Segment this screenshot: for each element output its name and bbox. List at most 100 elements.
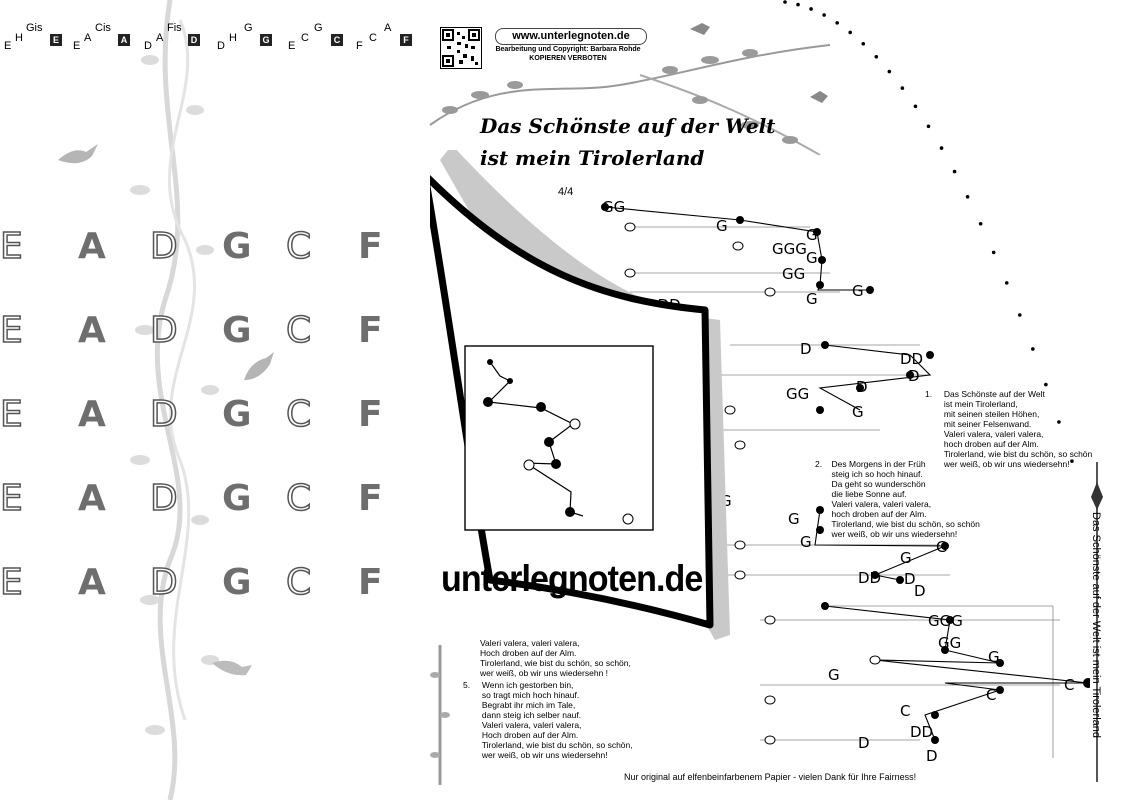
chord-sup: H xyxy=(229,32,237,44)
tuning-letter: G xyxy=(222,394,252,435)
note-label: G xyxy=(828,666,840,684)
chord-top: A xyxy=(384,22,392,34)
small-vine xyxy=(430,645,450,785)
note-label: G xyxy=(806,226,818,244)
chord-base: E xyxy=(288,40,296,52)
vertical-song-title: Das Schönste auf der Welt ist mein Tirol… xyxy=(1090,512,1102,739)
tuning-letter: F xyxy=(358,226,383,267)
chord-key-box: C xyxy=(331,34,343,46)
dotted-arc xyxy=(783,0,1074,463)
note-label: DD xyxy=(910,723,934,741)
tuning-letter: E xyxy=(0,561,23,604)
verse-1: 1. Das Schönste auf der Welt ist mein Ti… xyxy=(925,389,1093,469)
tuning-letter: D xyxy=(149,561,178,604)
note-label: D xyxy=(856,378,868,396)
chord-sup: C xyxy=(369,32,377,44)
note-label: G xyxy=(936,538,948,556)
tuning-letter: A xyxy=(78,310,106,351)
tuning-letter: G xyxy=(222,478,252,519)
branch-decoration xyxy=(429,23,831,155)
note-label: G xyxy=(806,290,818,308)
chord-top: Cis xyxy=(95,22,111,34)
note-label: GGG xyxy=(772,240,807,258)
tuning-letter: F xyxy=(358,478,383,519)
bird-icon xyxy=(212,660,252,676)
note-label: G xyxy=(720,492,732,510)
tuning-pin-icon xyxy=(1091,462,1103,782)
note-label: G xyxy=(988,648,1000,666)
tuning-letter: C xyxy=(285,393,312,436)
chord-base: E xyxy=(73,40,81,52)
song-title-line2: ist mein Tirolerland xyxy=(480,146,705,170)
note-label: GG xyxy=(786,385,810,403)
qr-code-icon xyxy=(440,27,482,69)
chord-top: G xyxy=(244,22,253,34)
chord-base: D xyxy=(144,40,152,52)
note-label: D xyxy=(908,367,920,385)
verse-4-tail: Valeri valera, valeri valera, Hoch drobe… xyxy=(480,638,631,678)
tuning-letter: F xyxy=(358,562,383,603)
chord-top: Gis xyxy=(26,22,43,34)
note-label: GG xyxy=(938,634,962,652)
vine-decoration xyxy=(130,0,219,800)
chord-sup: C xyxy=(301,32,309,44)
note-label: G xyxy=(900,549,912,567)
song-title-line1: Das Schönste auf der Welt xyxy=(480,114,776,138)
brand-header: www.unterlegnoten.de Bearbeitung und Cop… xyxy=(487,27,649,65)
tuning-letter: E xyxy=(0,393,23,436)
time-signature: 4/4 xyxy=(558,186,574,198)
chord-top: G xyxy=(314,22,323,34)
bird-icon xyxy=(244,352,274,380)
note-label: G xyxy=(788,510,800,528)
bird-icon xyxy=(58,144,98,164)
note-label: D xyxy=(904,570,916,588)
chord-top: Fis xyxy=(167,22,182,34)
footer-note: Nur original auf elfenbeinfarbenem Papie… xyxy=(624,772,917,782)
tuning-letter: G xyxy=(222,310,252,351)
note-label: G xyxy=(716,217,728,235)
chord-base: F xyxy=(356,40,363,52)
note-label: C xyxy=(986,686,997,704)
tuning-letter: G xyxy=(222,562,252,603)
chord-sup: A xyxy=(84,32,92,44)
card-brand-label: unterlegnoten.de xyxy=(441,558,703,599)
tuning-letter: G xyxy=(222,226,252,267)
copyright-text: Bearbeitung und Copyright: Barbara Rohde xyxy=(495,46,641,53)
note-label: DD xyxy=(858,569,882,587)
note-label: D xyxy=(914,582,926,600)
tuning-letter: A xyxy=(78,226,106,267)
note-label: C xyxy=(900,702,911,720)
chord-key-box: G xyxy=(260,34,272,46)
tuning-letter: C xyxy=(285,309,312,352)
note-label: G xyxy=(800,533,812,551)
tuning-letter: F xyxy=(358,394,383,435)
tuning-letter: D xyxy=(149,393,178,436)
verse-2: 2. Des Morgens in der Früh steig ich so … xyxy=(815,459,980,539)
melody-staff xyxy=(601,203,1090,758)
tuning-letter: D xyxy=(149,225,178,268)
template-card xyxy=(430,150,730,640)
note-label: D xyxy=(858,734,870,752)
chord-legend: E H Gis E E A Cis A D A Fis D D H G G E … xyxy=(4,20,424,60)
note-label: GGG xyxy=(928,612,963,630)
chord-key-box: A xyxy=(118,34,130,46)
chord-sup: A xyxy=(156,32,164,44)
tuning-letter: D xyxy=(149,309,178,352)
chord-base: E xyxy=(4,40,12,52)
copy-warning: KOPIEREN VERBOTEN xyxy=(529,55,607,62)
note-label: G xyxy=(806,249,818,267)
chord-key-box: D xyxy=(188,34,200,46)
tuning-letter: C xyxy=(285,225,312,268)
tuning-letter: E xyxy=(0,477,23,520)
note-label: D xyxy=(926,747,938,765)
note-label: GG xyxy=(602,198,626,216)
tuning-letter: A xyxy=(78,478,106,519)
note-label: DD xyxy=(900,350,924,368)
brand-url[interactable]: www.unterlegnoten.de xyxy=(495,28,647,45)
tuning-letter: A xyxy=(78,394,106,435)
